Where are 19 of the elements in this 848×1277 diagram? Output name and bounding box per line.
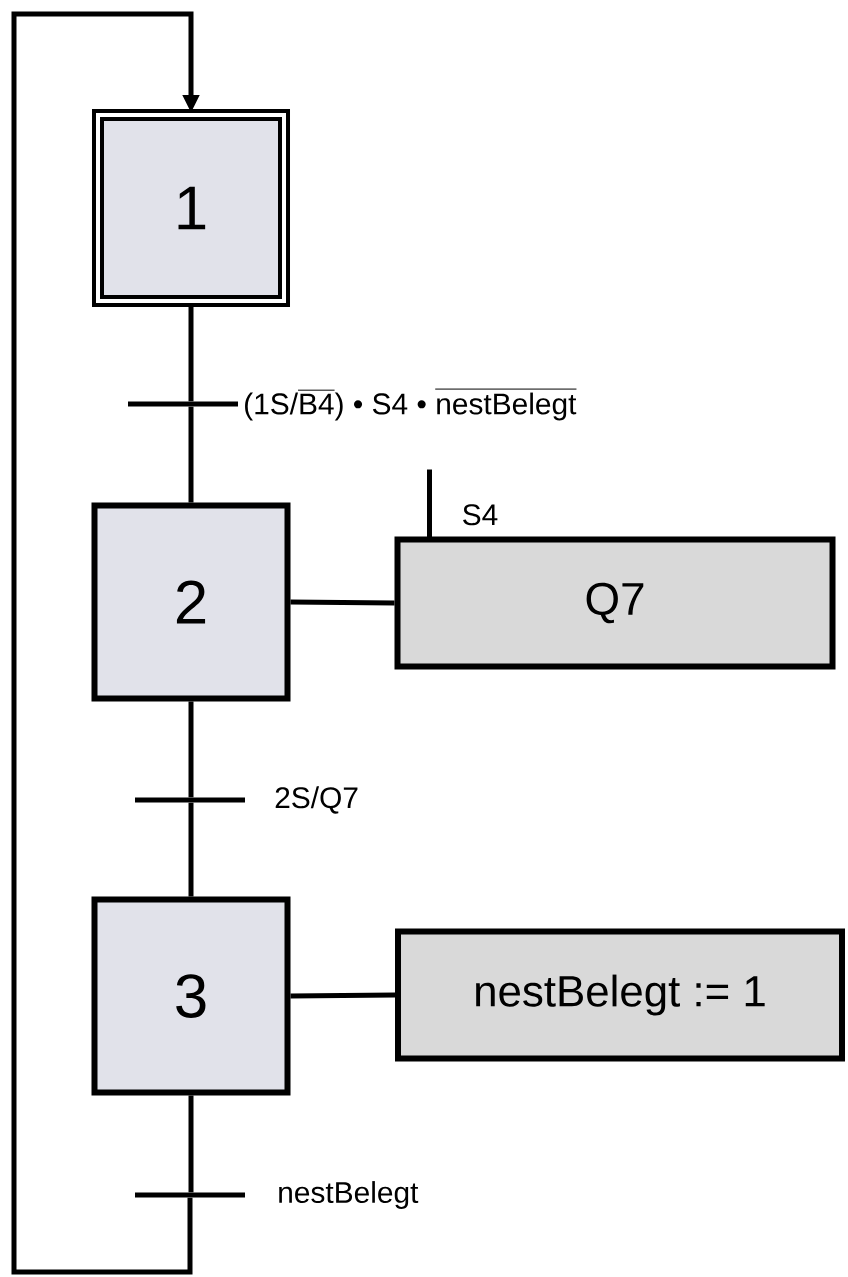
- link-line: [188, 1095, 194, 1193]
- link-line: [188, 406, 194, 503]
- link-line: [290, 599, 395, 606]
- transition-label: 2S/Q7: [275, 786, 358, 814]
- qualifier-label: S4: [463, 504, 498, 526]
- link-line: [11, 11, 200, 1275]
- transition-bar: [135, 1192, 245, 1198]
- link-line: [188, 701, 194, 798]
- transition-bar: [135, 797, 245, 803]
- transition-label: nestBelegt: [279, 1181, 419, 1209]
- link-line: [188, 802, 194, 897]
- action-box: nestBelegt := 1: [395, 928, 845, 1062]
- transition-bar: [128, 401, 238, 407]
- step-box: 2: [91, 502, 291, 702]
- transition-label: $\text{(1S/}\overline{\text{B4}}\text{) • S4 • }\overline{\text{nestBelegt}}$: [245, 389, 577, 421]
- action-box: Q7: [394, 536, 836, 670]
- step-box: 3: [91, 896, 291, 1096]
- initial-step-box: 1: [92, 109, 290, 307]
- link-line: [290, 992, 396, 999]
